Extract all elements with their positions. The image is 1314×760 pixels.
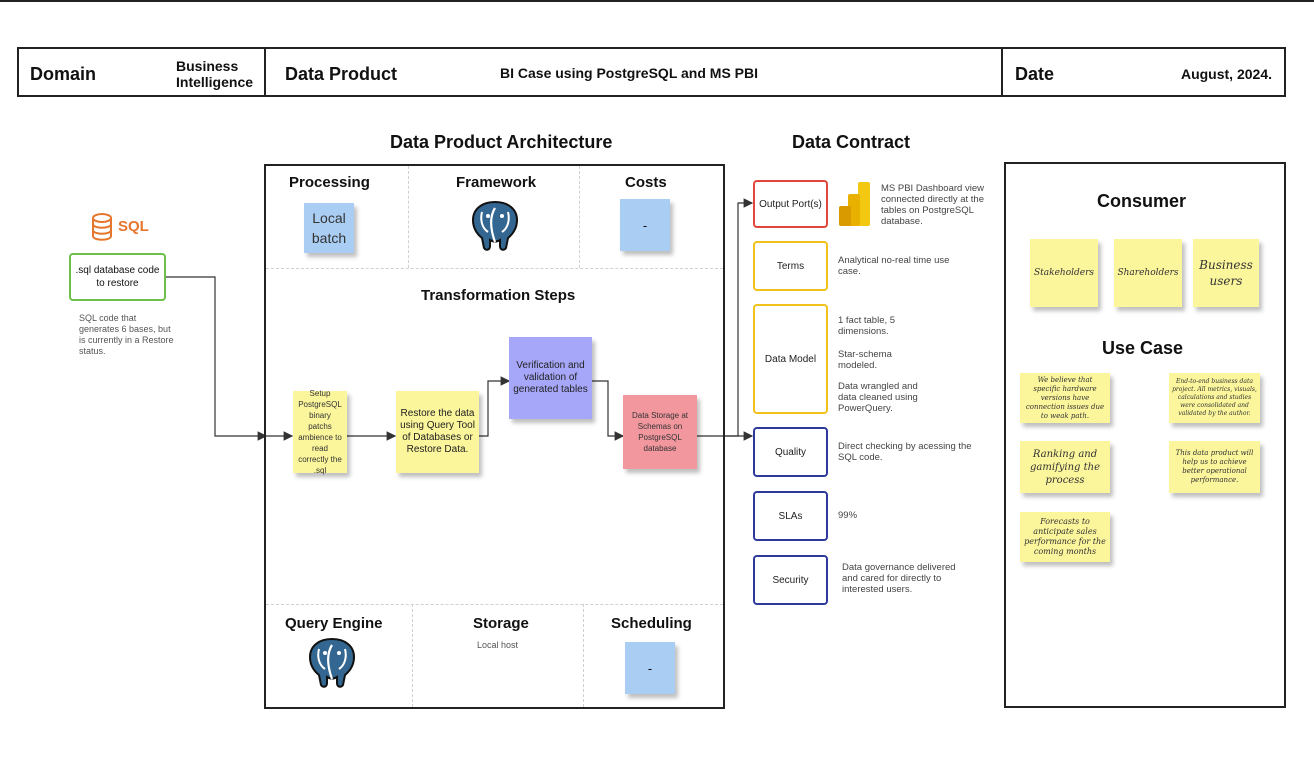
- contract-quality-desc: Direct checking by acessing the SQL code…: [838, 441, 972, 463]
- domain-value: Business Intelligence: [176, 58, 254, 90]
- step-restore-data: Restore the data using Query Tool of Dat…: [396, 391, 479, 473]
- contract-quality[interactable]: Quality: [753, 427, 828, 477]
- step-verification: Verification and validation of generated…: [509, 337, 592, 419]
- source-box[interactable]: .sql database code to restore: [69, 253, 166, 301]
- top-border-line: [0, 0, 1314, 2]
- framework-title: Framework: [456, 174, 537, 191]
- sql-database-icon: SQL: [91, 212, 151, 244]
- contract-data-model-desc-1: 1 fact table, 5 dimensions.: [838, 315, 896, 337]
- domain-label: Domain: [30, 64, 97, 84]
- use-case-end-to-end: End-to-end business data project. All me…: [1169, 373, 1260, 423]
- data-product-cell: Data Product BI Case using PostgreSQL an…: [264, 47, 1003, 97]
- domain-cell: Domain Business Intelligence: [17, 47, 266, 97]
- scheduling-note: -: [625, 642, 675, 694]
- contract-security-desc: Data governance delivered and cared for …: [842, 562, 956, 595]
- costs-title: Costs: [625, 174, 667, 191]
- use-case-title: Use Case: [1102, 338, 1184, 358]
- architecture-box: [264, 164, 725, 709]
- use-case-forecasts: Forecasts to anticipate sales performanc…: [1020, 512, 1110, 562]
- storage-note: Local host: [477, 640, 519, 650]
- contract-slas-desc: 99%: [838, 510, 858, 521]
- contract-data-model[interactable]: Data Model: [753, 304, 828, 414]
- contract-terms[interactable]: Terms: [753, 241, 828, 291]
- consumer-shareholders: Shareholders: [1114, 239, 1182, 307]
- step-data-storage: Data Storage at Schemas on PostgreSQL da…: [623, 395, 697, 469]
- use-case-operational: This data product will help us to achiev…: [1169, 441, 1260, 493]
- postgresql-elephant-icon: [308, 637, 356, 688]
- scheduling-title: Scheduling: [611, 615, 692, 632]
- divider-top-right: [579, 166, 580, 268]
- data-product-value: BI Case using PostgreSQL and MS PBI: [500, 65, 759, 81]
- divider-top: [266, 268, 723, 269]
- source-description: SQL code that generates 6 bases, but is …: [79, 313, 174, 356]
- data-product-label: Data Product: [285, 64, 398, 84]
- divider-bottom-left: [412, 604, 413, 707]
- date-value: August, 2024.: [1180, 66, 1272, 82]
- divider-bottom-right: [583, 604, 584, 707]
- date-label: Date: [1015, 64, 1055, 84]
- transformation-title: Transformation Steps: [421, 287, 576, 304]
- date-cell: Date August, 2024.: [1001, 47, 1286, 97]
- consumer-stakeholders: Stakeholders: [1030, 239, 1098, 307]
- contract-terms-desc: Analytical no-real time use case.: [838, 255, 950, 277]
- postgresql-elephant-icon: [471, 200, 519, 251]
- consumer-business-users: Business users: [1193, 239, 1259, 307]
- divider-bottom: [266, 604, 723, 605]
- consumer-title: Consumer: [1097, 191, 1187, 211]
- processing-title: Processing: [289, 174, 370, 191]
- use-case-ranking: Ranking and gamifying the process: [1020, 441, 1110, 493]
- query-engine-title: Query Engine: [285, 615, 383, 632]
- use-case-hardware: We believe that specific hardware versio…: [1020, 373, 1110, 423]
- divider-top-left: [408, 166, 409, 268]
- contract-slas[interactable]: SLAs: [753, 491, 828, 541]
- storage-title: Storage: [473, 615, 529, 632]
- processing-note: Local batch: [304, 203, 354, 253]
- contract-title: Data Contract: [792, 132, 911, 152]
- sql-logo-text: SQL: [118, 218, 149, 235]
- architecture-title: Data Product Architecture: [390, 132, 613, 152]
- contract-data-model-desc-3: Data wrangled and data cleaned using Pow…: [838, 381, 918, 414]
- costs-note: -: [620, 199, 670, 251]
- contract-output-ports[interactable]: Output Port(s): [753, 180, 828, 228]
- contract-data-model-desc-2: Star-schema modeled.: [838, 349, 892, 371]
- power-bi-icon: [839, 182, 870, 226]
- source-box-text: .sql database code to restore: [75, 265, 160, 289]
- consumer-box: [1004, 162, 1286, 708]
- step-setup-postgresql: Setup PostgreSQL binary patchs ambience …: [293, 389, 347, 475]
- contract-output-ports-desc: MS PBI Dashboard view connected directly…: [881, 183, 984, 227]
- contract-security[interactable]: Security: [753, 555, 828, 605]
